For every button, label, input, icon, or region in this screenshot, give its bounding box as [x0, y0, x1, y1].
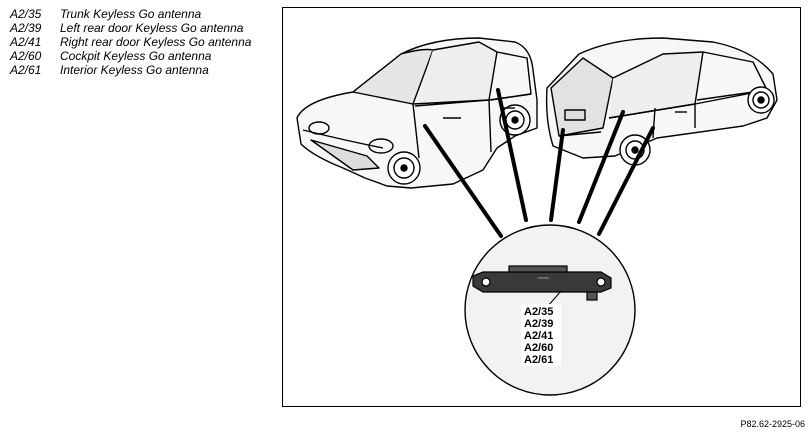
legend-text: Interior Keyless Go antenna	[60, 63, 209, 77]
legend-text: Trunk Keyless Go antenna	[60, 7, 202, 21]
figure-reference-number: P82.62-2925-06	[740, 419, 805, 429]
callout-label: A2/41	[524, 330, 553, 342]
legend: A2/35 Trunk Keyless Go antenna A2/39 Lef…	[10, 7, 260, 77]
car-rear-view	[545, 37, 778, 166]
legend-row-a2-39: A2/39 Left rear door Keyless Go antenna	[10, 21, 260, 35]
antenna-module-icon	[472, 265, 612, 301]
car-front-view	[296, 37, 538, 189]
legend-row-a2-60: A2/60 Cockpit Keyless Go antenna	[10, 49, 260, 63]
figure-frame: A2/35 A2/39 A2/41 A2/60 A2/61	[282, 7, 801, 407]
legend-code: A2/61	[10, 63, 42, 77]
callout-label: A2/60	[524, 342, 553, 354]
legend-row-a2-61: A2/61 Interior Keyless Go antenna	[10, 63, 260, 77]
legend-row-a2-35: A2/35 Trunk Keyless Go antenna	[10, 7, 260, 21]
callout-label: A2/61	[524, 354, 553, 366]
legend-row-a2-41: A2/41 Right rear door Keyless Go antenna	[10, 35, 260, 49]
legend-code: A2/60	[10, 49, 42, 63]
callout-label: A2/35	[524, 306, 553, 318]
antenna-location-illustration: A2/35 A2/39 A2/41 A2/60 A2/61	[296, 37, 778, 396]
leader-lines	[423, 88, 655, 238]
legend-text: Right rear door Keyless Go antenna	[60, 35, 252, 49]
legend-code: A2/35	[10, 7, 42, 21]
legend-code: A2/41	[10, 35, 42, 49]
callout-label: A2/39	[524, 318, 553, 330]
antenna-callout: A2/35 A2/39 A2/41 A2/60 A2/61	[464, 224, 636, 396]
legend-code: A2/39	[10, 21, 42, 35]
legend-text: Cockpit Keyless Go antenna	[60, 49, 212, 63]
legend-text: Left rear door Keyless Go antenna	[60, 21, 244, 35]
